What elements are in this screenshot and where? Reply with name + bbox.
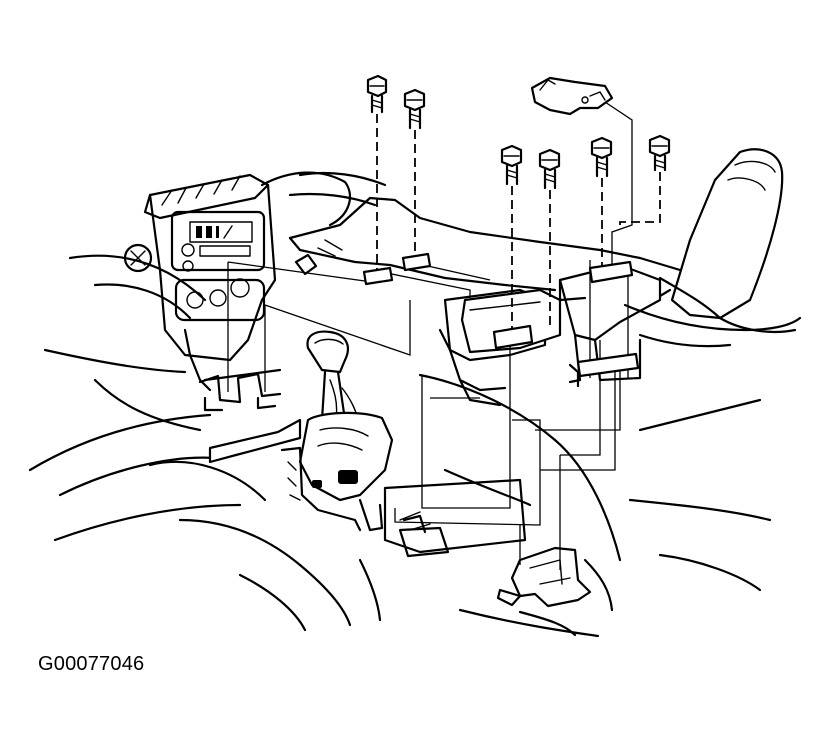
bolt-5 (590, 136, 613, 178)
bolt-2 (403, 88, 426, 130)
front-console-bracket (198, 372, 302, 464)
bolt-4 (538, 148, 561, 190)
figure-id-label: G00077046 (38, 653, 145, 675)
bolt-1 (366, 74, 388, 114)
console-body (288, 196, 682, 407)
vehicle-floor-outline (28, 171, 772, 638)
bolt-3 (500, 144, 523, 186)
console-mounting-brackets (362, 252, 640, 378)
assembly-guide-lines (227, 101, 633, 570)
console-base (383, 478, 592, 608)
armrest-lid (623, 148, 802, 348)
instrument-panel (123, 171, 352, 392)
gear-shifter (280, 330, 394, 532)
bolt-6 (648, 134, 671, 172)
electronic-module (530, 76, 614, 116)
vent-icon (123, 243, 153, 273)
bolt-alignment-lines (376, 114, 661, 340)
